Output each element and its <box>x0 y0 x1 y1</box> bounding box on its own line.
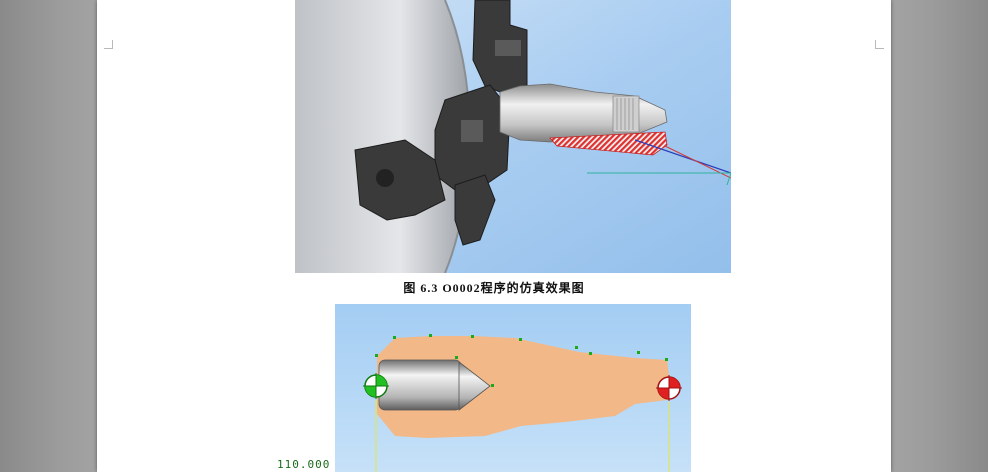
workpiece-shaft <box>499 83 668 143</box>
toolpath-hatch <box>549 131 668 156</box>
document-page: 图 6.3 O0002程序的仿真效果图 <box>97 0 891 472</box>
margin-corner-mark <box>104 40 113 49</box>
axis-line-cyan <box>587 172 731 186</box>
turning-2d-simulation-image <box>335 304 691 472</box>
green-crosshair-icon <box>363 373 389 399</box>
dimension-value: 110.000 <box>277 458 331 471</box>
red-crosshair-icon <box>656 375 682 401</box>
cutting-tool <box>378 359 491 411</box>
axis-line-blue <box>634 139 731 174</box>
figure-caption: 图 6.3 O0002程序的仿真效果图 <box>403 281 585 295</box>
profile-points <box>375 334 668 387</box>
margin-corner-mark <box>875 40 884 49</box>
chuck-jaws <box>354 0 528 246</box>
lathe-simulation-image <box>295 0 731 273</box>
